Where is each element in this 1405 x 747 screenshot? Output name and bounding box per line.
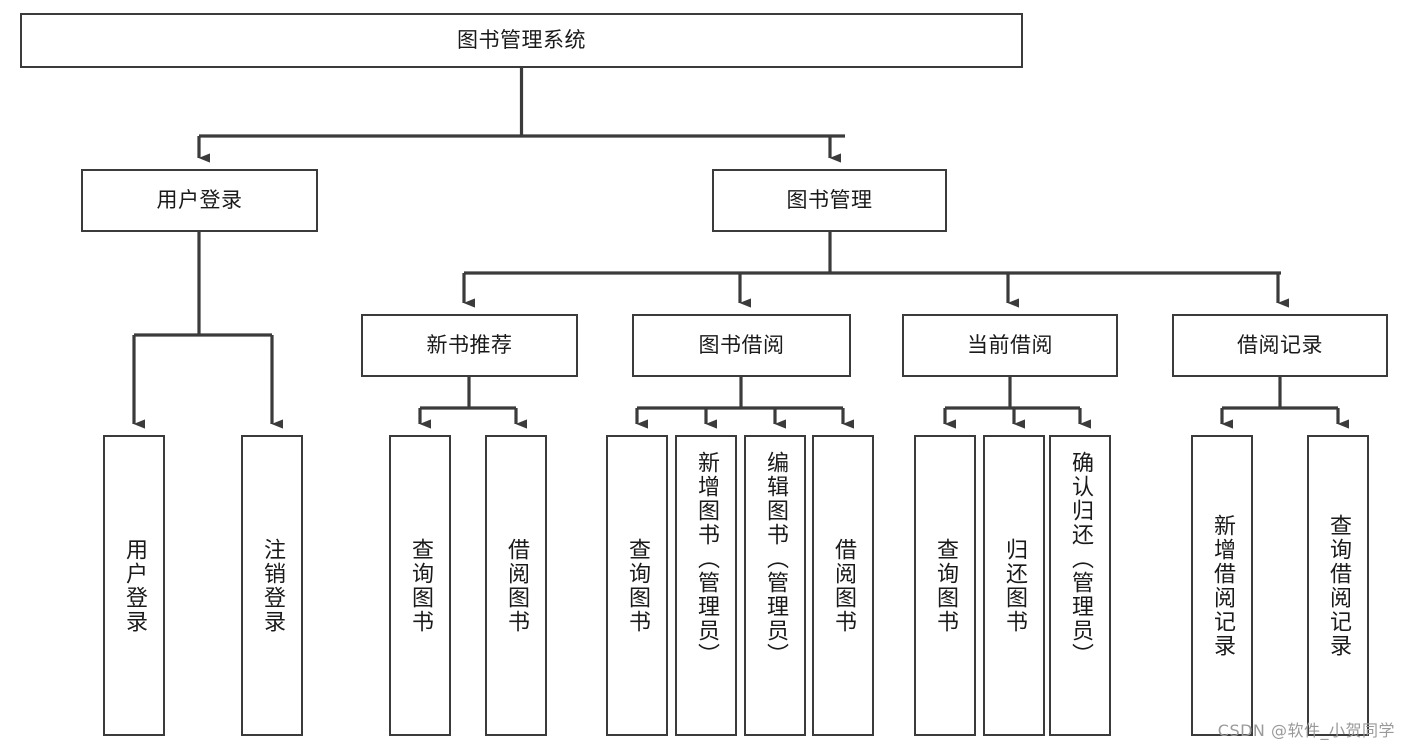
leaf-add-book[interactable]: 新增图书（管理员） <box>675 435 737 736</box>
leaf-edit-book[interactable]: 编辑图书（管理员） <box>744 435 806 736</box>
leaf-query-book-current-label: 查询图书 <box>933 537 958 634</box>
node-current-borrow-label: 当前借阅 <box>967 332 1053 357</box>
leaf-user-login-label: 用户登录 <box>122 537 147 634</box>
node-book-borrow-label: 图书借阅 <box>698 332 785 357</box>
node-book-manage[interactable]: 图书管理 <box>712 169 947 232</box>
leaf-confirm-return-label: 确认归还（管理员） <box>1068 451 1093 667</box>
leaf-user-login[interactable]: 用户登录 <box>103 435 165 736</box>
leaf-user-logout[interactable]: 注销登录 <box>241 435 303 736</box>
node-root-label: 图书管理系统 <box>457 27 586 52</box>
leaf-add-book-label: 新增图书（管理员） <box>694 451 719 667</box>
leaf-query-book-borrow[interactable]: 查询图书 <box>606 435 668 736</box>
node-borrow-record[interactable]: 借阅记录 <box>1172 314 1388 377</box>
leaf-query-book-recommend[interactable]: 查询图书 <box>389 435 451 736</box>
leaf-return-book-label: 归还图书 <box>1002 537 1027 634</box>
leaf-query-book-current[interactable]: 查询图书 <box>914 435 976 736</box>
leaf-add-borrow-record[interactable]: 新增借阅记录 <box>1191 435 1253 736</box>
leaf-borrow-book[interactable]: 借阅图书 <box>812 435 874 736</box>
node-root[interactable]: 图书管理系统 <box>20 13 1023 68</box>
node-book-manage-label: 图书管理 <box>786 187 873 212</box>
node-user-login[interactable]: 用户登录 <box>81 169 318 232</box>
leaf-edit-book-label: 编辑图书（管理员） <box>763 451 788 667</box>
leaf-add-borrow-record-label: 新增借阅记录 <box>1210 513 1235 658</box>
node-new-book-recommend-label: 新书推荐 <box>426 332 513 357</box>
leaf-return-book[interactable]: 归还图书 <box>983 435 1045 736</box>
node-current-borrow[interactable]: 当前借阅 <box>902 314 1118 377</box>
watermark-text: CSDN @软件_小贺同学 <box>1217 721 1395 740</box>
leaf-query-book-recommend-label: 查询图书 <box>408 537 433 634</box>
leaf-borrow-book-label: 借阅图书 <box>831 537 856 634</box>
leaf-query-borrow-record[interactable]: 查询借阅记录 <box>1307 435 1369 736</box>
leaf-user-logout-label: 注销登录 <box>260 537 285 634</box>
node-book-borrow[interactable]: 图书借阅 <box>632 314 851 377</box>
node-borrow-record-label: 借阅记录 <box>1237 332 1323 357</box>
leaf-borrow-book-recommend-label: 借阅图书 <box>504 537 529 634</box>
leaf-confirm-return[interactable]: 确认归还（管理员） <box>1049 435 1111 736</box>
leaf-query-borrow-record-label: 查询借阅记录 <box>1326 513 1351 658</box>
leaf-borrow-book-recommend[interactable]: 借阅图书 <box>485 435 547 736</box>
node-new-book-recommend[interactable]: 新书推荐 <box>361 314 578 377</box>
node-user-login-label: 用户登录 <box>156 187 243 212</box>
leaf-query-book-borrow-label: 查询图书 <box>625 537 650 634</box>
